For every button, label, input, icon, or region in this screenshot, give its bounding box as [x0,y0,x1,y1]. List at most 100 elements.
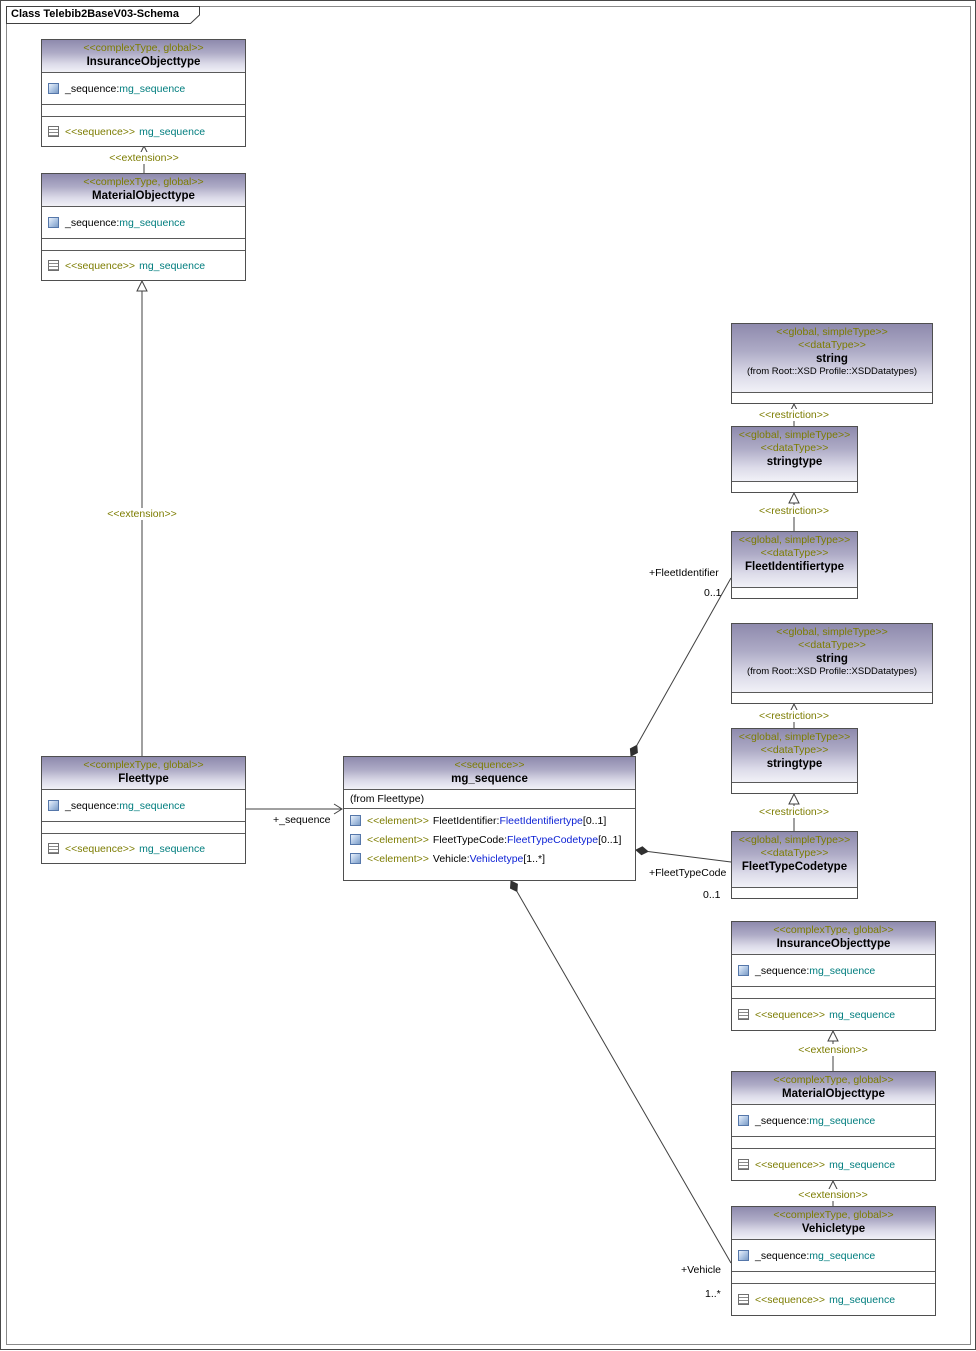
attribute-icon [738,1115,749,1126]
restriction-label-1[interactable]: <<restriction>> [756,409,832,421]
diagram-title-tab: Class Telebib2BaseV03-Schema [6,6,206,24]
class-header: <<complexType, global>> Fleettype [42,757,245,790]
attribute-name: _sequence: [65,82,120,95]
class-string-2[interactable]: <<global, simpleType>> <<dataType>> stri… [731,623,933,704]
inner-sequence-row[interactable]: <<sequence>>mg_sequence [732,1149,935,1180]
element-multiplicity: [0..1] [582,814,607,827]
empty-compartment [732,888,857,898]
restriction-label-4[interactable]: <<restriction>> [756,806,832,818]
class-string-1[interactable]: <<global, simpleType>> <<dataType>> stri… [731,323,933,404]
class-insuranceobjecttype-right[interactable]: <<complexType, global>> InsuranceObjectt… [731,921,936,1031]
element-multiplicity: [1..*] [523,852,545,865]
class-vehicletype[interactable]: <<complexType, global>> Vehicletype _seq… [731,1206,936,1316]
attribute-row[interactable]: _sequence:mg_sequence [42,207,245,238]
class-materialobjecttype-right[interactable]: <<complexType, global>> MaterialObjectty… [731,1071,936,1181]
class-header: <<complexType, global>> MaterialObjectty… [42,174,245,207]
sequence-icon [48,126,59,137]
inner-sequence-row[interactable]: <<sequence>>mg_sequence [42,834,245,863]
diagram-title: Class Telebib2BaseV03-Schema [11,8,179,20]
stereotype-label-2: <<dataType>> [760,847,829,859]
stereotype-label: <<global, simpleType>> [738,429,851,441]
inner-sequence-row[interactable]: <<sequence>>mg_sequence [42,117,245,146]
vehicle-role-label[interactable]: +Vehicle [681,1264,721,1276]
sequence-role-label[interactable]: +_sequence [273,814,331,826]
attribute-icon [48,83,59,94]
fleettypecode-multiplicity-label[interactable]: 0..1 [703,889,721,901]
attribute-row[interactable]: _sequence:mg_sequence [732,1240,935,1271]
class-name: FleetIdentifiertype [744,561,845,573]
class-mg-sequence[interactable]: <<sequence>> mg_sequence (from Fleettype… [343,756,636,881]
from-package-label: (from Fleettype) [344,790,635,809]
restriction-label-3[interactable]: <<restriction>> [756,710,832,722]
element-name: FleetTypeCode: [432,833,508,846]
diagram-frame [6,6,971,1345]
attribute-type: mg_sequence [119,216,186,229]
attribute-row[interactable]: _sequence:mg_sequence [732,955,935,986]
attribute-name: _sequence: [755,964,810,977]
element-row-fleettypecode[interactable]: <<element>> FleetTypeCode:FleetTypeCodet… [344,830,635,849]
attribute-type: mg_sequence [119,82,186,95]
stereotype-label: <<complexType, global>> [83,759,204,771]
element-type: FleetIdentifiertype [499,814,583,827]
attribute-icon [48,800,59,811]
class-fleettypecodetype[interactable]: <<global, simpleType>> <<dataType>> Flee… [731,831,858,899]
attribute-type: mg_sequence [809,1114,876,1127]
sequence-stereotype: <<sequence>> [755,1293,826,1306]
class-insuranceobjecttype-top-left[interactable]: <<complexType, global>> InsuranceObjectt… [41,39,246,147]
extension-label-right-2[interactable]: <<extension>> [796,1189,870,1201]
class-name: string [816,653,848,665]
attribute-row[interactable]: _sequence:mg_sequence [42,790,245,821]
stereotype-label: <<complexType, global>> [83,42,204,54]
attribute-type: mg_sequence [809,1249,876,1262]
class-materialobjecttype-top-left[interactable]: <<complexType, global>> MaterialObjectty… [41,173,246,281]
fleetidentifier-multiplicity-label[interactable]: 0..1 [704,587,722,599]
stereotype-label: <<complexType, global>> [773,924,894,936]
stereotype-label-2: <<dataType>> [760,547,829,559]
extension-label-left-1[interactable]: <<extension>> [107,152,181,164]
attribute-icon [738,965,749,976]
stereotype-label: <<complexType, global>> [773,1209,894,1221]
stereotype-label-2: <<dataType>> [798,639,866,651]
sequence-icon [48,260,59,271]
class-fleettype[interactable]: <<complexType, global>> Fleettype _seque… [41,756,246,864]
vehicle-multiplicity-label[interactable]: 1..* [705,1288,721,1300]
sequence-stereotype: <<sequence>> [65,259,136,272]
class-name: InsuranceObjecttype [86,56,201,68]
sequence-stereotype: <<sequence>> [65,125,136,138]
element-row-fleetidentifier[interactable]: <<element>> FleetIdentifier:FleetIdentif… [344,811,635,830]
class-stringtype-1[interactable]: <<global, simpleType>> <<dataType>> stri… [731,426,858,493]
sequence-stereotype: <<sequence>> [65,842,136,855]
fleettypecode-role-label[interactable]: +FleetTypeCode [649,867,727,879]
inner-sequence-row[interactable]: <<sequence>>mg_sequence [732,1284,935,1315]
attribute-row[interactable]: _sequence:mg_sequence [732,1105,935,1136]
inner-sequence-row[interactable]: <<sequence>>mg_sequence [732,999,935,1030]
element-type: Vehicletype [469,852,524,865]
empty-compartment [732,693,932,703]
element-icon [350,853,361,864]
attribute-row[interactable]: _sequence:mg_sequence [42,73,245,104]
class-header: <<global, simpleType>> <<dataType>> Flee… [732,532,857,588]
sequence-stereotype: <<sequence>> [755,1008,826,1021]
extension-label-right-1[interactable]: <<extension>> [796,1044,870,1056]
class-name: Fleettype [118,773,169,785]
fleetidentifier-role-label[interactable]: +FleetIdentifier [649,567,719,579]
class-name: stringtype [766,758,823,770]
inner-sequence-row[interactable]: <<sequence>>mg_sequence [42,251,245,280]
from-package-label: (from Root::XSD Profile::XSDDatatypes) [747,366,917,377]
class-header: <<global, simpleType>> <<dataType>> stri… [732,324,932,393]
class-header: <<global, simpleType>> <<dataType>> stri… [732,729,857,783]
extension-label-left-2[interactable]: <<extension>> [105,508,179,520]
class-stringtype-2[interactable]: <<global, simpleType>> <<dataType>> stri… [731,728,858,794]
operations-compartment [732,1271,935,1283]
tab-shape [6,6,200,24]
class-fleetidentifiertype[interactable]: <<global, simpleType>> <<dataType>> Flee… [731,531,858,599]
element-row-vehicle[interactable]: <<element>> Vehicle:Vehicletype[1..*] [344,849,635,868]
attribute-icon [738,1250,749,1261]
restriction-label-2[interactable]: <<restriction>> [756,505,832,517]
sequence-name: mg_sequence [139,125,206,138]
element-name: FleetIdentifier: [432,814,500,827]
sequence-icon [48,843,59,854]
class-name: FleetTypeCodetype [741,861,848,873]
element-type: FleetTypeCodetype [507,833,599,846]
class-header: <<global, simpleType>> <<dataType>> stri… [732,427,857,482]
